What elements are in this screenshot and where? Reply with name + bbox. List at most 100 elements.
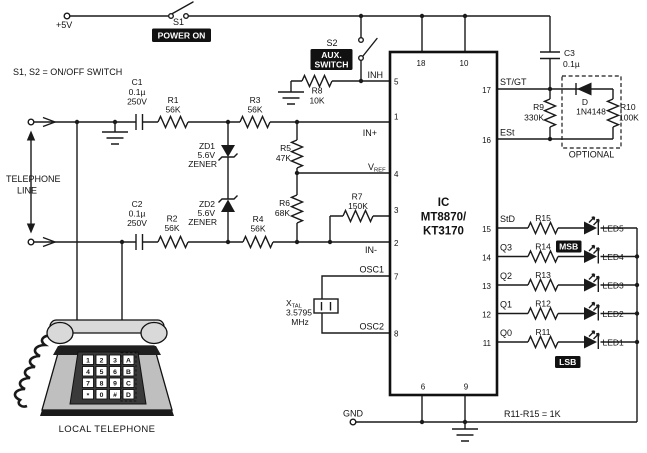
- label-zd2-kind: ZENER: [188, 217, 217, 227]
- label-r6-val: 68K: [275, 208, 290, 218]
- switch-s1: S1 POWER ON: [152, 1, 211, 42]
- label-q1: Q1: [500, 300, 512, 310]
- label-c1-val: 0.1µ: [129, 87, 146, 97]
- ic-signal-labels: INH IN+ VREF IN- OSC1 OSC2 ST/GT ESt StD…: [359, 70, 527, 338]
- label-led3: LED3: [603, 281, 625, 291]
- phone-handset-earcup-left: [46, 321, 74, 345]
- keypad: 1 2 3 A 4 5 6 B 7 8 9 C * 0 # D: [69, 351, 147, 405]
- pin-18: 18: [417, 59, 426, 68]
- label-q0: Q0: [500, 328, 512, 338]
- label-c2: C2: [132, 199, 143, 209]
- label-std: StD: [500, 214, 516, 224]
- phone-cord: [13, 334, 55, 408]
- aux-tag-line1: AUX.: [321, 50, 342, 60]
- key-0-label: 0: [100, 392, 104, 399]
- optional-section: D 1N4148 R10 100K OPTIONAL: [561, 75, 639, 160]
- label-q3: Q3: [500, 243, 512, 253]
- key-2: [95, 354, 108, 365]
- label-stgt: ST/GT: [500, 77, 527, 87]
- label-q2: Q2: [500, 271, 512, 281]
- label-in-minus: IN-: [365, 245, 377, 255]
- label-r4: R4: [253, 214, 264, 224]
- xtal-sym-sub: TAL: [292, 304, 303, 310]
- wire-r5-r6-vref: [296, 122, 390, 242]
- wire-outputs: [497, 227, 637, 343]
- key-9-label: 9: [113, 380, 117, 387]
- ic-part1: MT8870/: [421, 212, 467, 224]
- label-vref: VREF: [368, 162, 386, 174]
- zd1-cathode-bar: [218, 153, 238, 161]
- key-hash-label: #: [113, 392, 117, 399]
- s2-contact-bottom: [358, 55, 365, 62]
- resistor-r3: R3 56K: [239, 95, 271, 129]
- terminal-ring: [27, 238, 35, 246]
- wire-inh: [290, 80, 390, 92]
- wires: [33, 15, 638, 429]
- resistor-r2: R2 56K: [157, 214, 189, 249]
- label-r13: R13: [535, 270, 551, 280]
- key-star: [82, 389, 94, 400]
- wire-power-rail: [69, 15, 551, 81]
- resistor-r9: R9 330K: [524, 98, 557, 128]
- key-hash: [109, 389, 121, 400]
- power-on-tag: POWER ON: [158, 31, 206, 41]
- key-3-label: 3: [113, 357, 117, 364]
- key-B-label: B: [126, 369, 131, 376]
- key-1-label: 1: [86, 357, 90, 364]
- label-local-telephone: LOCAL TELEPHONE: [59, 424, 156, 435]
- key-4-label: 4: [86, 369, 90, 376]
- pin-17: 17: [482, 86, 491, 95]
- pin-10: 10: [460, 59, 469, 68]
- zd1-triangle: [221, 145, 235, 157]
- label-r4-val: 56K: [250, 224, 265, 234]
- key-7: [82, 377, 94, 388]
- pin-4: 4: [394, 170, 399, 179]
- wire-phone-drops: [76, 122, 123, 321]
- pin-6: 6: [421, 383, 426, 392]
- terminal-5v: [63, 12, 71, 20]
- label-r7: R7: [352, 192, 363, 202]
- capacitor-c2: C2 0.1µ 250V: [127, 199, 147, 250]
- zd2-triangle: [221, 199, 235, 212]
- label-r9-val: 330K: [524, 113, 544, 123]
- label-r5-val: 47K: [276, 153, 291, 163]
- label-zd2-val: 5.6V: [198, 208, 216, 218]
- label-xtal: XTAL: [286, 298, 303, 310]
- zener-zd1: ZD1 5.6V ZENER: [188, 141, 238, 169]
- ic-part2: KT3170: [423, 226, 464, 238]
- label-r6: R6: [279, 198, 290, 208]
- key-4: [82, 366, 94, 377]
- s2-contact-top: [358, 37, 365, 44]
- key-B: [122, 366, 135, 377]
- key-6-label: 6: [113, 369, 117, 376]
- label-zd2: ZD2: [199, 199, 215, 209]
- label-led5: LED5: [603, 224, 625, 234]
- key-star-label: *: [87, 392, 90, 399]
- pin-2: 2: [394, 239, 399, 248]
- label-led4: LED4: [603, 252, 625, 262]
- s1-contact-right: [182, 12, 189, 19]
- wire-ground-rail: [355, 395, 637, 429]
- vref-sub: REF: [374, 168, 386, 174]
- label-gnd: GND: [343, 409, 364, 419]
- ic-ref: IC: [438, 197, 450, 209]
- s2-lever: [362, 37, 378, 57]
- label-zd1-kind: ZENER: [188, 159, 217, 169]
- label-osc1: OSC1: [359, 265, 384, 275]
- key-A: [122, 354, 135, 365]
- key-D: [122, 389, 135, 400]
- msb-tag-box: [556, 240, 582, 253]
- label-r3-val: 56K: [247, 105, 262, 115]
- switch-s2: S2 AUX. SWITCH: [310, 37, 378, 70]
- label-line: LINE: [17, 186, 37, 196]
- diode-d1: D 1N4148: [575, 82, 606, 117]
- xtal-sym: X: [286, 298, 292, 308]
- s1-lever: [171, 1, 194, 15]
- label-r9: R9: [533, 102, 544, 112]
- pin-1: 1: [394, 113, 399, 122]
- label-c1: C1: [132, 77, 143, 87]
- key-0: [95, 389, 108, 400]
- key-2-label: 2: [100, 357, 104, 364]
- note-resistors: R11-R15 = 1K: [504, 409, 561, 419]
